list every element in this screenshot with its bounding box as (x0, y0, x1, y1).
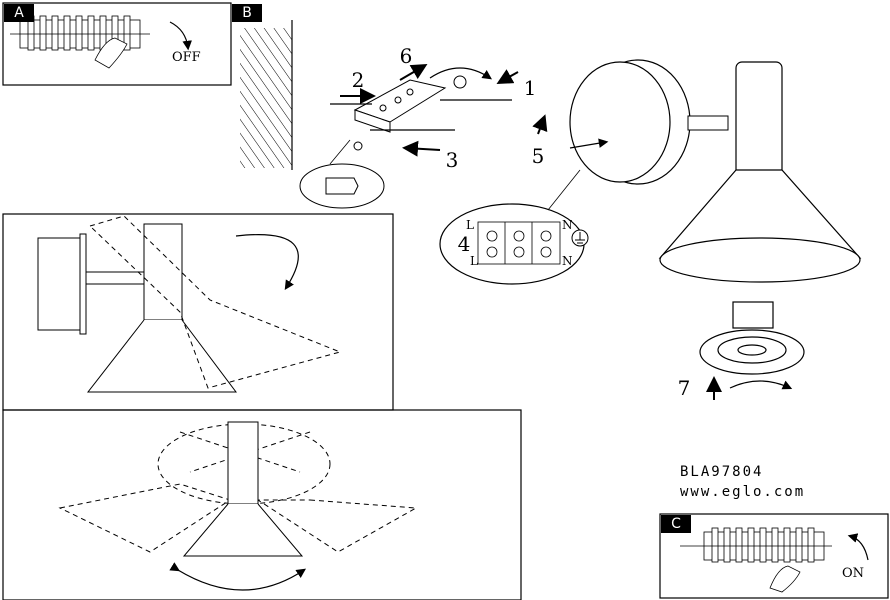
step-4-label: 4 (457, 232, 471, 256)
panel-c-arrow (847, 533, 869, 561)
tilt-shade-dashed (89, 215, 342, 389)
arrow-step-5 (569, 138, 609, 149)
panel-a-switch-label: OFF (172, 50, 201, 65)
dowel-plug (325, 177, 359, 195)
arrow-step-3 (402, 140, 441, 157)
terminal-n-bottom: N (562, 254, 573, 268)
tilt-arm (85, 271, 145, 285)
tilt-arrow (235, 234, 299, 291)
terminal-block (477, 221, 561, 265)
panel-c-switch-label: ON (842, 566, 865, 581)
lamp-arm (687, 115, 729, 131)
mounting-bracket (353, 79, 447, 133)
arrow-step-7-turn (729, 380, 793, 390)
rotate-arrow-bottom (169, 562, 306, 591)
shade-rim (659, 237, 861, 283)
terminal-l-bottom: L (470, 254, 478, 268)
wall-hatch (240, 28, 292, 168)
gu10-bulb (699, 301, 805, 375)
model-number: BLA97804 (680, 464, 764, 480)
website: www.eglo.com (680, 484, 806, 500)
ground-symbol (571, 229, 589, 247)
rotate-arrow (429, 67, 492, 80)
panel-a-tag: A (4, 4, 34, 22)
panel-a-frame (2, 2, 232, 86)
step-6-label: 6 (399, 44, 413, 68)
panel-a-hand (94, 37, 128, 69)
arrow-step-1 (496, 69, 519, 84)
tilt-stem (143, 223, 183, 321)
panel-c-breaker-switches (680, 527, 832, 563)
tilt-canopy (37, 237, 81, 331)
panel-a-arrow (169, 21, 192, 51)
step-2-label: 2 (351, 68, 365, 92)
screw-head (353, 141, 363, 151)
step-7-label: 7 (677, 376, 691, 400)
step-3-label: 3 (445, 148, 459, 172)
canopy-front (569, 61, 671, 183)
panel-c-tag: C (661, 515, 691, 533)
arrow-step-6 (399, 63, 428, 81)
rotate-stem (227, 421, 259, 505)
lamp-stem (735, 61, 783, 181)
terminal-n-top: N (562, 218, 573, 232)
terminal-l-top: L (466, 218, 474, 232)
panel-c-hand (769, 565, 801, 593)
panel-c-frame (659, 513, 889, 599)
step-1-label: 1 (523, 76, 537, 100)
step-5-label: 5 (531, 144, 545, 168)
nut-top (453, 75, 467, 89)
panel-b-tag: B (232, 4, 262, 22)
rotate-shade (182, 503, 304, 557)
panel-rotate-frame (2, 409, 522, 600)
tilt-shade (86, 319, 237, 393)
